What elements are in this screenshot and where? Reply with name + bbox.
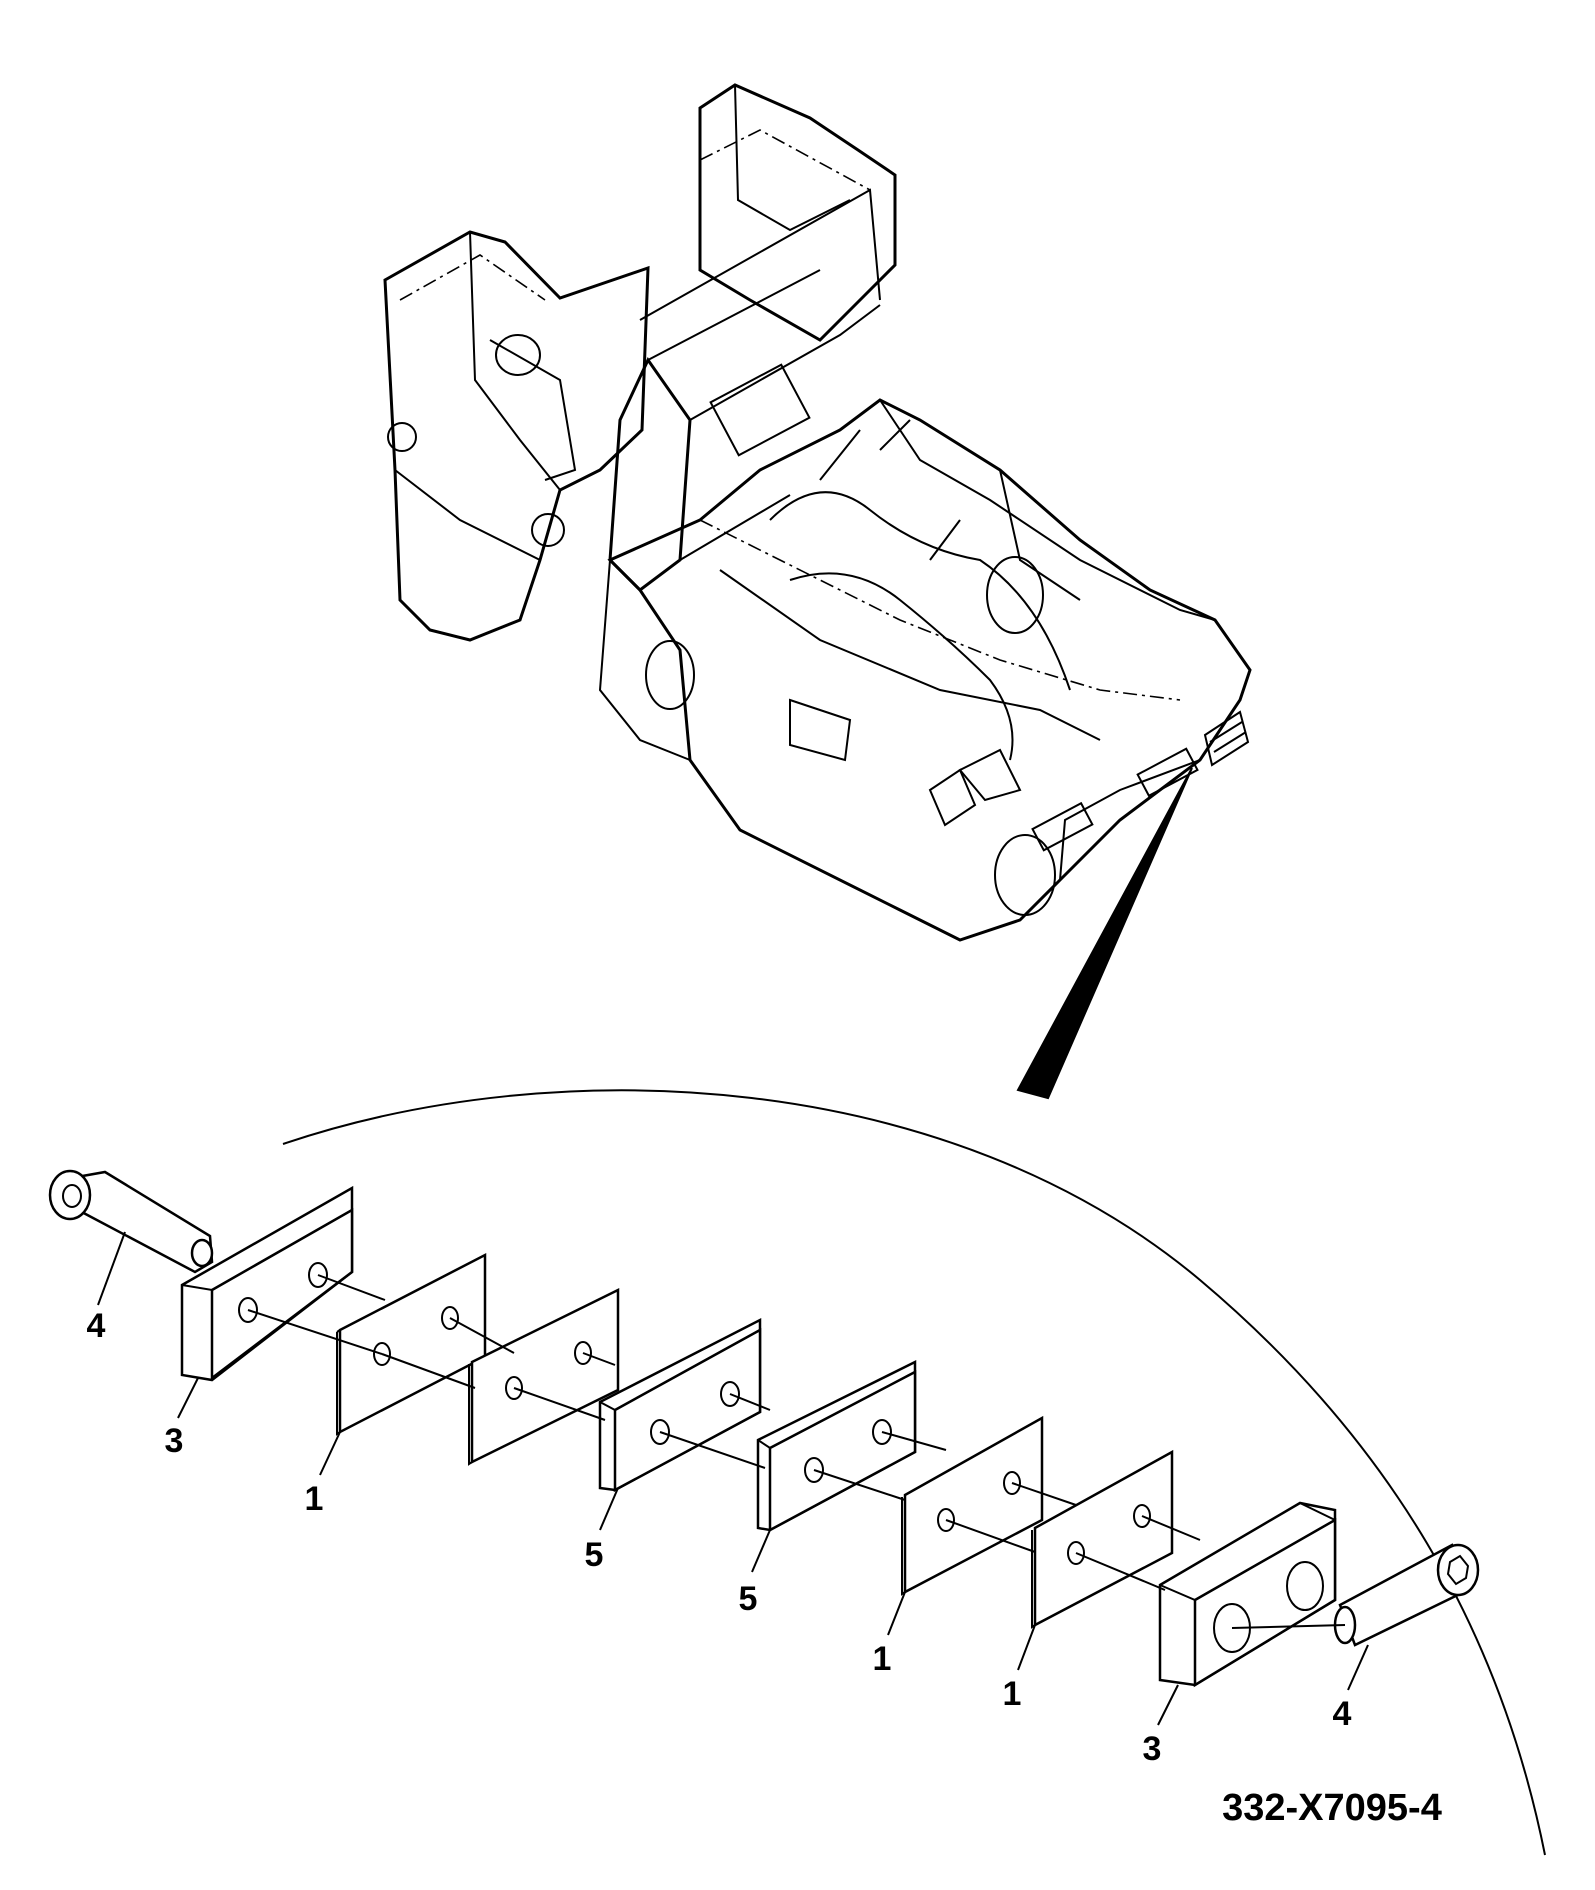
callout-shim-1b: 1	[873, 1640, 892, 1678]
detail-pointer	[1016, 767, 1193, 1100]
shim-1c	[1031, 1449, 1174, 1629]
detail-circle-arc	[282, 1089, 1546, 1856]
callout-leaders	[97, 1231, 1369, 1726]
shim-1a	[336, 1252, 487, 1436]
shim-blank	[468, 1287, 620, 1466]
callout-shim-5a: 5	[585, 1536, 604, 1574]
alignment-lines	[247, 1274, 1346, 1629]
callout-shim-1a: 1	[305, 1480, 324, 1518]
chassis-frame	[383, 83, 1252, 942]
bolt-left	[48, 1169, 214, 1274]
callout-shim-1c: 1	[1003, 1675, 1022, 1713]
shim-stack	[48, 1169, 1480, 1688]
spacer-block-right	[1158, 1501, 1337, 1688]
shim-5b	[756, 1359, 917, 1533]
figure-number: 332-X7095-4	[1222, 1787, 1442, 1829]
shim-5a	[598, 1317, 762, 1493]
callout-bolt-left: 4	[87, 1307, 106, 1345]
callout-bolt-right: 4	[1333, 1695, 1352, 1733]
callout-spacer-left: 3	[165, 1422, 184, 1460]
callout-shim-5b: 5	[739, 1580, 758, 1618]
spacer-block-left	[180, 1185, 354, 1382]
callout-spacer-right: 3	[1143, 1730, 1162, 1768]
bolt-right	[1333, 1543, 1480, 1647]
